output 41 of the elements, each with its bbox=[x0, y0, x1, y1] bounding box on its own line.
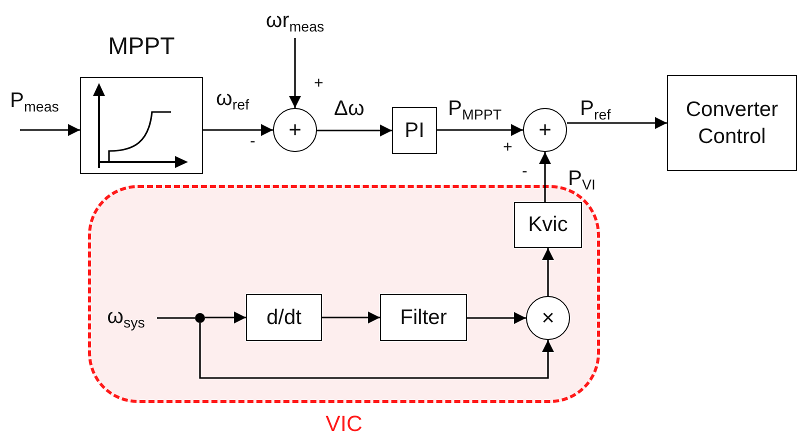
signal-arrow bbox=[199, 323, 554, 379]
sign-label: - bbox=[522, 164, 528, 180]
block-box bbox=[514, 202, 582, 248]
signal-arrow bbox=[322, 312, 380, 324]
signal-arrow bbox=[542, 248, 554, 296]
sign-label: + bbox=[503, 140, 512, 156]
signal-label: ω$_{sys}$ bbox=[95, 303, 157, 333]
region-title: VIC bbox=[326, 411, 362, 436]
block-label: d/dt bbox=[266, 304, 302, 331]
sign-label: - bbox=[250, 134, 256, 150]
edge-label: P$_{meas}$ bbox=[10, 88, 59, 116]
edge-label: Δω bbox=[334, 96, 364, 122]
signal-arrow bbox=[539, 152, 551, 202]
signal-arrow bbox=[205, 312, 246, 324]
block-box bbox=[667, 75, 797, 171]
operator-symbol: + bbox=[538, 116, 552, 144]
edge-label: P$_{VI}$ bbox=[568, 166, 596, 194]
signal-arrow bbox=[317, 124, 392, 136]
summing-junction bbox=[523, 108, 567, 152]
operator-symbol: + bbox=[288, 116, 302, 144]
block-label: Kvic bbox=[528, 212, 568, 238]
block-box bbox=[380, 294, 467, 341]
block-box bbox=[392, 107, 437, 154]
operator-symbol: × bbox=[542, 304, 554, 332]
block-box bbox=[246, 294, 322, 341]
signal-arrow bbox=[20, 124, 80, 136]
summing-junction bbox=[273, 108, 317, 152]
signal-arrow bbox=[203, 124, 273, 136]
block-label: PI bbox=[404, 118, 424, 144]
block-label: Filter bbox=[400, 304, 447, 331]
signal-arrow bbox=[289, 38, 301, 108]
edge-label: P$_{MPPT}$ bbox=[448, 96, 502, 124]
signal-label: ωr$_{meas}$ bbox=[250, 6, 340, 38]
signal-arrow bbox=[567, 117, 667, 129]
edge-label: ω$_{ref}$ bbox=[216, 86, 250, 114]
block-label: Converter Control bbox=[684, 96, 780, 150]
edge-label: P$_{ref}$ bbox=[580, 96, 611, 124]
block-title: MPPT bbox=[108, 33, 175, 60]
sign-label: + bbox=[314, 76, 324, 92]
signal-arrow bbox=[467, 312, 526, 324]
signal-arrow bbox=[437, 124, 523, 136]
